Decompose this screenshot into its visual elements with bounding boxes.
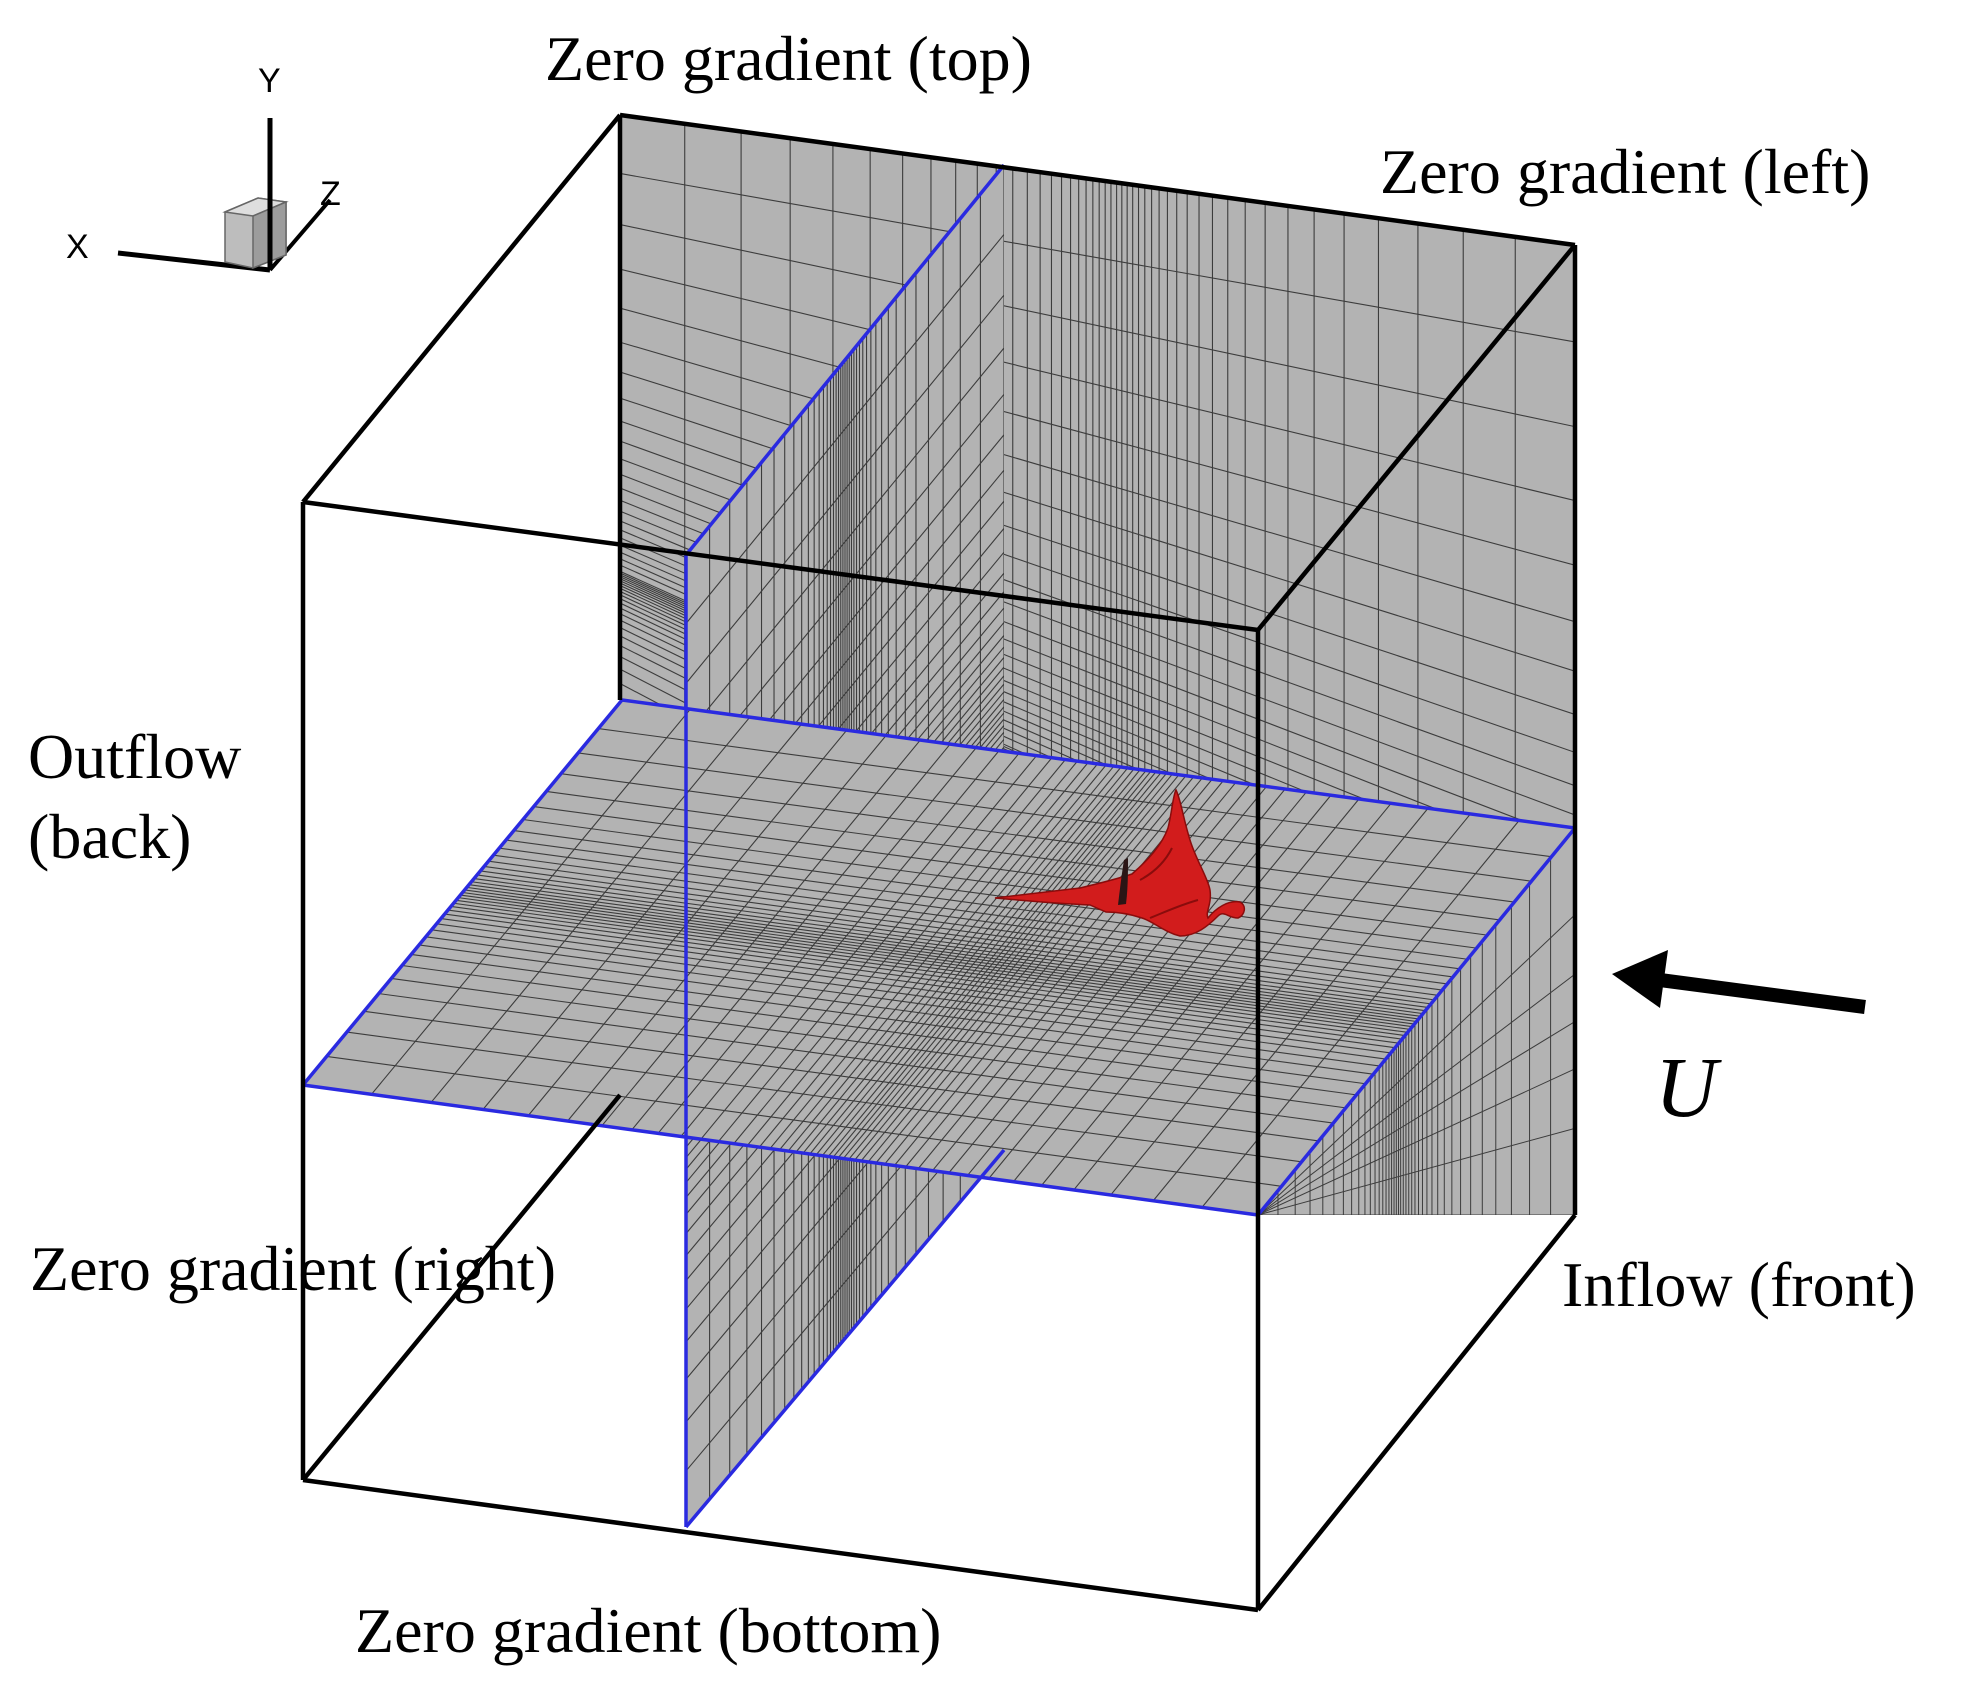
label-inflow: Inflow (front) [1562, 1249, 1916, 1320]
label-left: Zero gradient (left) [1380, 136, 1870, 207]
label-bottom: Zero gradient (bottom) [355, 1595, 941, 1666]
plane-outlines [301, 163, 1577, 1529]
label-velocity: U [1655, 1039, 1722, 1135]
axis-x-label: X [66, 228, 89, 266]
axis-z-label: Z [320, 175, 341, 213]
label-top: Zero gradient (top) [545, 23, 1032, 94]
label-outflow-line1: Outflow [28, 721, 241, 792]
label-outflow-line2: (back) [28, 801, 191, 872]
label-right: Zero gradient (right) [30, 1233, 556, 1304]
flow-arrow-icon [1612, 950, 1866, 1014]
axis-y-label: Y [258, 62, 281, 100]
domain-box [300, 112, 1578, 1613]
manta-body-icon [994, 788, 1246, 937]
axis-triad-icon: Y X Z [66, 62, 341, 273]
